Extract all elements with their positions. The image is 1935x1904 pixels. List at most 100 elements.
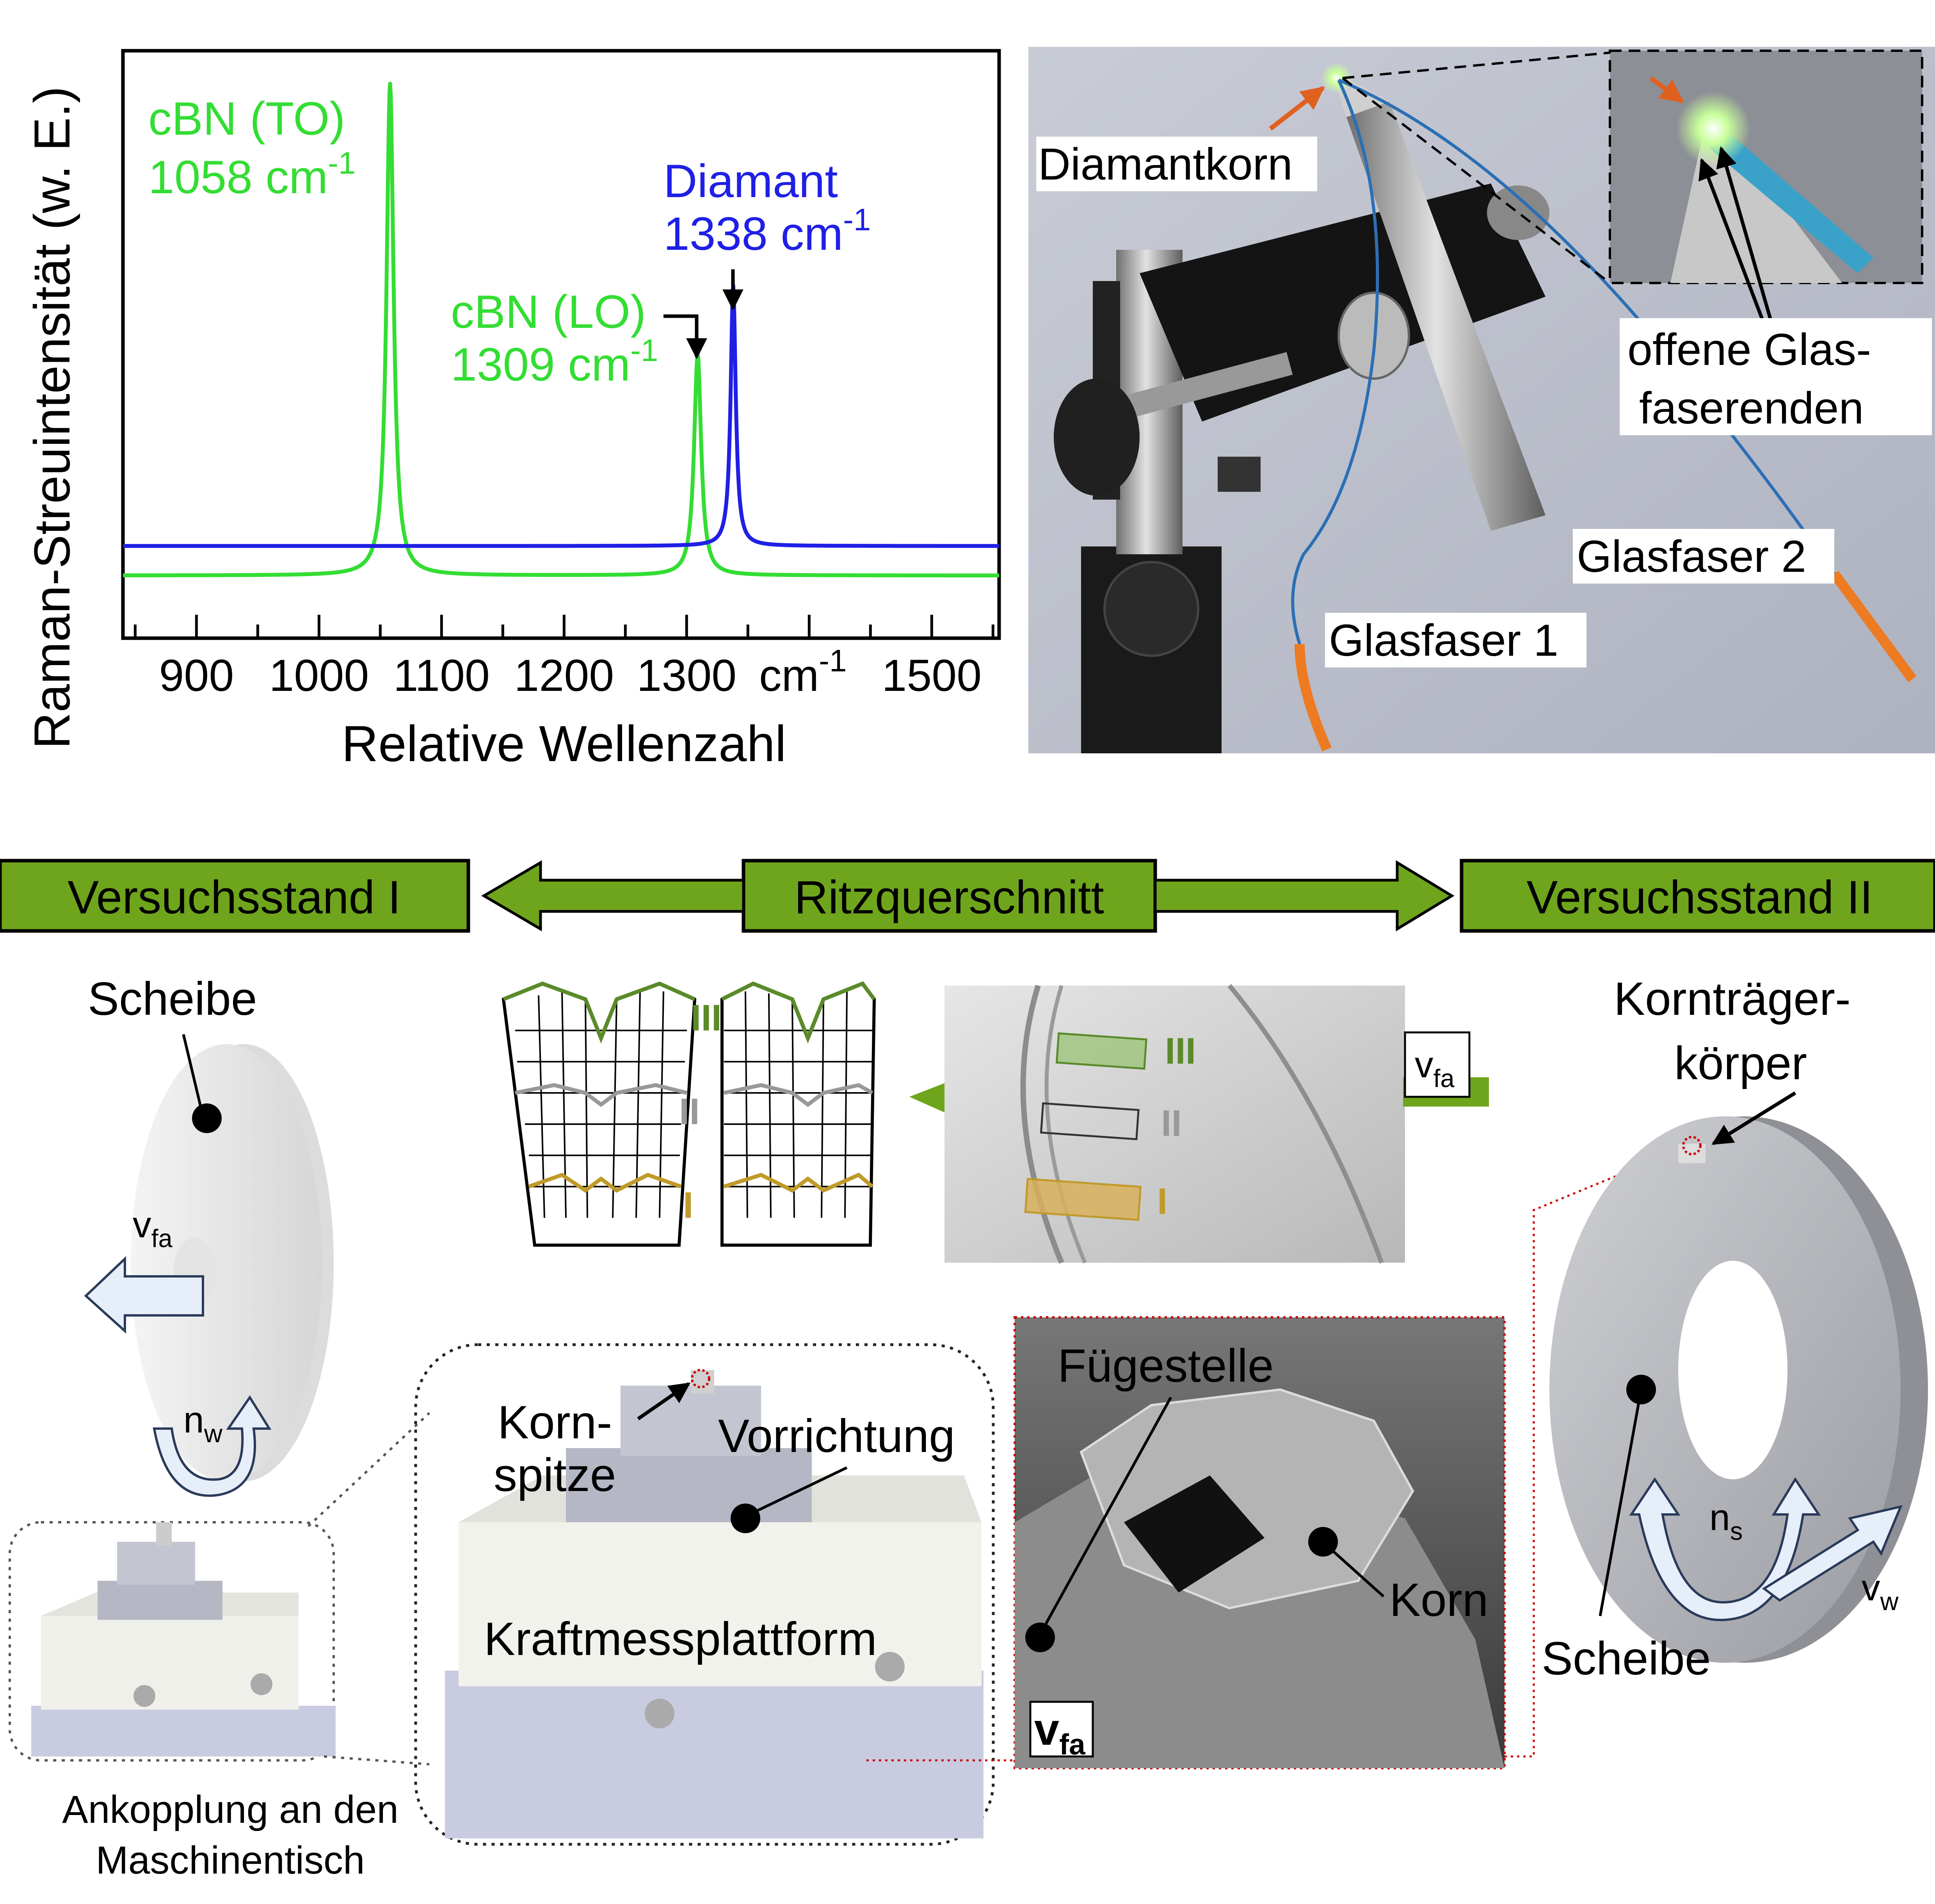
grain-tip-marker bbox=[691, 1369, 710, 1388]
inset-leader-top bbox=[1342, 52, 1610, 79]
level-1-label: I bbox=[683, 1185, 693, 1226]
scratch-marker-2 bbox=[1040, 1102, 1140, 1141]
korntraeger-marker bbox=[1682, 1136, 1702, 1155]
offene-label-line1: offene Glas- bbox=[1627, 325, 1871, 375]
lower-screw bbox=[1218, 457, 1261, 492]
x-axis-label: Relative Wellenzahl bbox=[341, 715, 786, 772]
lo-arrow bbox=[663, 314, 707, 359]
level-3-label: III bbox=[691, 997, 722, 1039]
scratch-level-2-label: II bbox=[1161, 1103, 1182, 1144]
cbn-to-value: 1058 cm-1 bbox=[148, 146, 356, 203]
fiber-end-arrow-1 bbox=[1698, 158, 1766, 325]
glasfaser2-label-bg bbox=[1573, 529, 1834, 584]
vorrichtung-leader bbox=[749, 1466, 848, 1516]
scheibe-left-label: Scheibe bbox=[88, 973, 257, 1025]
glasfaser-2-line bbox=[1338, 78, 1836, 575]
cross-section-right-grid bbox=[724, 991, 872, 1218]
diamond-holder bbox=[1346, 101, 1546, 531]
scratch-vfa-box bbox=[1404, 1031, 1471, 1098]
banner-arrow-right bbox=[1154, 860, 1455, 932]
disc-left bbox=[131, 1044, 322, 1481]
banner-left-box bbox=[0, 859, 470, 933]
banner-left-label: Versuchsstand I bbox=[68, 871, 401, 924]
sem-image: Fügestelle Korn vfa bbox=[1014, 1316, 1506, 1769]
sensor-photo: Diamantkorn offene Glas- faserenden Glas… bbox=[1028, 47, 1935, 753]
cross-section-left-level-1 bbox=[528, 1173, 682, 1193]
cbn-to-name: cBN (TO) bbox=[148, 93, 345, 145]
level-2-label: II bbox=[679, 1091, 700, 1132]
glasfaser-1-jacket bbox=[1295, 644, 1332, 752]
vw-label: vw bbox=[1862, 1567, 1899, 1616]
sem-grain-dark-face bbox=[1124, 1475, 1265, 1593]
ankopplung-line2: Maschinentisch bbox=[96, 1838, 365, 1882]
small-bolt-2 bbox=[251, 1673, 272, 1695]
grain-pointer-arrow bbox=[1269, 86, 1325, 131]
x-tick-label: 1000 bbox=[269, 651, 369, 701]
side-screw bbox=[1487, 185, 1549, 240]
detail-fixture-lower bbox=[566, 1448, 812, 1522]
korntraeger-arrow bbox=[1711, 1091, 1796, 1145]
cross-section-right-level-1 bbox=[723, 1173, 874, 1193]
diamant-value: 1338 cm-1 bbox=[663, 202, 871, 260]
scratch-level-3-label: III bbox=[1165, 1030, 1196, 1072]
scratch-image: III II I vfa bbox=[909, 984, 1489, 1264]
series-line-cbn bbox=[121, 82, 1001, 578]
x-tick-label: 1500 bbox=[882, 651, 982, 701]
cross-section-left-level-3 bbox=[503, 981, 696, 1044]
scratch-marker-1 bbox=[1024, 1178, 1142, 1221]
nw-left-label: nw bbox=[183, 1399, 223, 1448]
detail-base bbox=[445, 1671, 984, 1838]
glasfaser1-label-bg bbox=[1325, 613, 1586, 667]
zoom-frame-large bbox=[414, 1343, 995, 1846]
detail-fixture-upper bbox=[621, 1386, 761, 1456]
chart-series bbox=[121, 82, 1001, 578]
vorrichtung-label: Vorrichtung bbox=[718, 1410, 955, 1462]
diamant-name: Diamant bbox=[663, 155, 838, 207]
korntraeger-line1: Kornträger- bbox=[1614, 973, 1851, 1025]
inset-fiber-fill bbox=[1709, 133, 1873, 273]
zoom-line-bottom bbox=[324, 1755, 430, 1765]
korn-spitze-line1: Korn- bbox=[498, 1396, 612, 1448]
x-unit-label: cm-1 bbox=[759, 643, 847, 701]
scratch-to-section-arrow bbox=[909, 1083, 964, 1112]
chart-frame bbox=[121, 49, 1001, 640]
cross-section-right-shape bbox=[720, 982, 876, 1247]
small-base bbox=[31, 1706, 336, 1756]
fuegestelle-label: Fügestelle bbox=[1058, 1340, 1274, 1392]
x-tick-label: 900 bbox=[159, 651, 234, 701]
rig-left: Scheibe vfa nw Ankopplung an den Maschin… bbox=[9, 973, 398, 1882]
y-axis-label: Raman-Streuintensität (w. E.) bbox=[23, 86, 80, 749]
glasfaser-2-jacket bbox=[1830, 571, 1917, 682]
fuegestelle-dot bbox=[1025, 1623, 1055, 1652]
cross-section-left-shape bbox=[502, 982, 697, 1247]
scratch-photo bbox=[944, 986, 1405, 1263]
cross-section-right-level-3 bbox=[721, 981, 876, 1044]
fuegestelle-leader bbox=[1044, 1397, 1172, 1625]
scratch-groove-2 bbox=[1044, 985, 1087, 1263]
ankopplung-line1: Ankopplung an den bbox=[62, 1788, 398, 1831]
sem-vfa-label: vfa bbox=[1034, 1705, 1086, 1761]
ns-label: ns bbox=[1709, 1497, 1743, 1545]
x-tick-label: 1300 bbox=[637, 651, 736, 701]
inset-glow bbox=[1676, 92, 1750, 166]
banner-arrow-left bbox=[481, 860, 745, 932]
korn-leader bbox=[1326, 1545, 1385, 1598]
banner-center-label: Ritzquerschnitt bbox=[794, 871, 1104, 924]
korntraeger-line2: körper bbox=[1674, 1037, 1807, 1089]
vfa-left-arrow bbox=[84, 1256, 204, 1334]
scratch-level-1-label: I bbox=[1157, 1181, 1167, 1222]
nw-left-arrow bbox=[153, 1395, 272, 1497]
vfa-left-label: vfa bbox=[133, 1204, 173, 1253]
grain-tip-arrow bbox=[637, 1382, 691, 1420]
grain-glow bbox=[1321, 62, 1352, 94]
scheibe-left-leader bbox=[182, 1034, 205, 1117]
kraftmess-label: Kraftmessplattform bbox=[484, 1613, 877, 1665]
clamp-knob bbox=[1054, 379, 1140, 496]
cross-section-right bbox=[720, 981, 876, 1247]
detail-fixture-tip bbox=[691, 1370, 714, 1393]
detail-bolt-1 bbox=[645, 1699, 674, 1728]
cross-section-right-level-2 bbox=[723, 1083, 873, 1107]
offene-label-line2: faserenden bbox=[1639, 383, 1864, 433]
small-force-platform bbox=[41, 1616, 299, 1710]
glasfaser1-label: Glasfaser 1 bbox=[1329, 616, 1558, 666]
